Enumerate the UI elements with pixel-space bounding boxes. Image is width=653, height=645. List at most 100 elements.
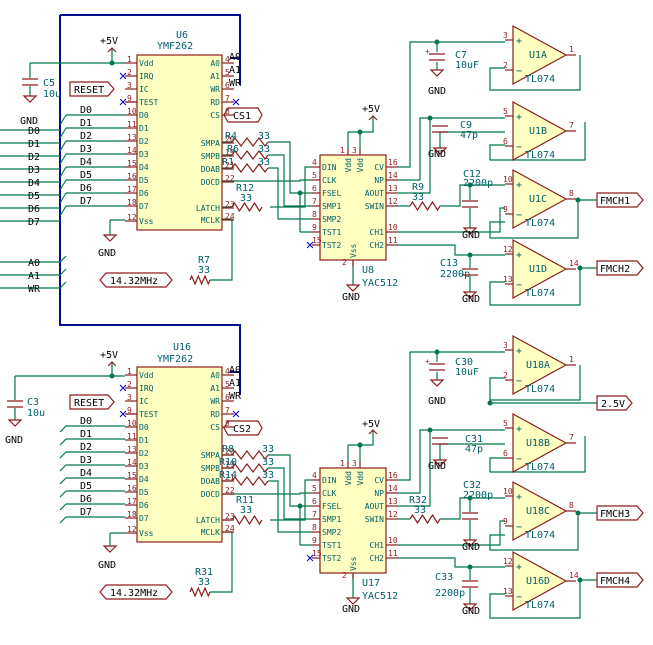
vcc-label-u16: +5V — [100, 350, 118, 361]
dac-pin-right-14: NP — [374, 489, 384, 498]
opamp-ref-u1a: U1A — [529, 50, 547, 61]
net-label-u16-d4: D4 — [80, 468, 92, 479]
net-label-u6-d2: D2 — [80, 131, 92, 142]
vcc-arrow-symbol — [368, 429, 378, 435]
pin-number-left-14: 14 — [127, 458, 137, 467]
pin-name-left-16: D5 — [139, 488, 149, 497]
pin-name-right-5: A1 — [210, 72, 220, 81]
pin-name-left-2: IRQ — [139, 72, 154, 81]
cs2-label-box — [223, 420, 263, 436]
opamp-ref-u1d: U1D — [529, 264, 547, 275]
capacitor-value-c31: 47p — [465, 444, 483, 455]
no-connect-mark — [306, 554, 314, 562]
ymf262-body-u16 — [136, 366, 223, 543]
dac-pin-number-right-14: 14 — [388, 171, 398, 180]
opamp-plus-sign: + — [516, 424, 522, 435]
ground-symbol — [432, 459, 448, 467]
capacitor-c7 — [429, 53, 445, 61]
capacitor-value-c33: 2200p — [435, 588, 465, 599]
pin-name-left-15: D4 — [139, 163, 149, 172]
dac-pin-left-8: SMP2 — [322, 528, 341, 537]
pin-name-right-20: SMPA — [201, 451, 220, 460]
gnd-label-u6: GND — [98, 248, 116, 259]
dac-pin-number-left-8: 8 — [312, 210, 317, 219]
cs2-label: CS2 — [233, 424, 251, 435]
opamp-pin-minus: 2 — [503, 61, 508, 70]
opamp-triangle-u1a — [512, 24, 568, 86]
pin-name-left-17: D6 — [139, 501, 149, 510]
net-label-u6-wr: WR — [229, 78, 242, 89]
net-label-d7: D7 — [28, 217, 40, 228]
net-label-u6-a0: A0 — [229, 52, 241, 63]
resistor-ref-r11: R11 — [236, 495, 254, 506]
opamp-minus-sign: − — [516, 66, 522, 77]
pin-number-left-17: 17 — [127, 497, 137, 506]
dac-pin-number-bottom-2: 2 — [342, 571, 347, 580]
fm4-label-box — [596, 572, 644, 588]
capacitor-value-c9: 47p — [460, 130, 478, 141]
opamp-pin-minus: 2 — [503, 371, 508, 380]
pin-name-right-6: WR — [210, 397, 220, 406]
opamp-pin-plus: 5 — [503, 419, 508, 428]
pin-name-left-14: D3 — [139, 150, 149, 159]
resistor-ref-r1: R1 — [222, 157, 234, 168]
pin-name-right-7: RD — [210, 98, 220, 107]
dac-pin-number-left-15: 15 — [312, 236, 322, 245]
dac-pin-number-left-7: 7 — [312, 197, 317, 206]
net-label-u16-d7: D7 — [80, 507, 92, 518]
dac-pin-right-12: SWIN — [365, 202, 384, 211]
capacitor-value-c30: 10uF — [455, 367, 479, 378]
dac-pin-number-left-6: 6 — [312, 184, 317, 193]
no-connect-mark — [119, 384, 127, 392]
dac-pin-number-right-14: 14 — [388, 484, 398, 493]
no-connect-mark — [119, 410, 127, 418]
dac-pin-top-1: Vdd — [344, 471, 353, 486]
ground-symbol — [462, 539, 478, 547]
net-label-d1: D1 — [28, 139, 40, 150]
capacitor-polarity-mark: + — [425, 47, 430, 56]
net-label-u6-d4: D4 — [80, 157, 92, 168]
opamp-pin-out: 1 — [569, 45, 574, 54]
pin-name-left-9: TEST — [139, 98, 158, 107]
opamp-minus-sign: − — [516, 522, 522, 533]
pin-name-right-5: A1 — [210, 384, 220, 393]
pin-name-left-17: D6 — [139, 189, 149, 198]
no-connect-mark — [119, 98, 127, 106]
capacitor-ref-c13: C13 — [440, 258, 458, 269]
pin-number-right-21: 21 — [225, 473, 235, 482]
pin-name-left-18: D7 — [139, 514, 149, 523]
opamp-value-u18b: TL074 — [525, 462, 555, 473]
resistor-value-r31: 33 — [198, 577, 210, 588]
net-label-u6-d1: D1 — [80, 118, 92, 129]
resistor-value-r6: 33 — [258, 144, 270, 155]
pin-number-left-17: 17 — [127, 185, 137, 194]
dac-ref-u17: U17 — [362, 578, 380, 589]
dac-value-u17: YAC512 — [362, 591, 398, 602]
pin-number-left-15: 15 — [127, 159, 137, 168]
dac-pin-left-6: FSEL — [322, 502, 341, 511]
net-label-d4: D4 — [28, 178, 40, 189]
opamp-pin-minus: 13 — [503, 275, 513, 284]
resistor-ref-r12: R12 — [236, 183, 254, 194]
dac-pin-number-left-5: 5 — [312, 484, 317, 493]
opamp-minus-sign: − — [516, 210, 522, 221]
capacitor-ref-c3: C3 — [27, 397, 39, 408]
pin-name-left-10: D0 — [139, 111, 149, 120]
dac-pin-top-1: Vdd — [344, 158, 353, 173]
pin-name-right-23: LATCH — [196, 204, 220, 213]
dac-pin-number-right-16: 16 — [388, 471, 398, 480]
capacitor-c31 — [432, 437, 448, 445]
dac-pin-right-11: CH2 — [370, 241, 385, 250]
pin-name-right-24: MCLK — [201, 216, 220, 225]
clock-label-bottom: 14.32MHz — [110, 588, 158, 599]
opamp-pin-out: 14 — [569, 259, 579, 268]
no-connect-mark — [232, 98, 240, 106]
opamp-plus-sign: + — [516, 250, 522, 261]
net-label-u16-d5: D5 — [80, 481, 92, 492]
net-label-d6: D6 — [28, 204, 40, 215]
pin-number-left-3: 3 — [127, 393, 132, 402]
capacitor-polarity-mark: + — [425, 357, 430, 366]
resistor-r10 — [231, 463, 269, 473]
resistor-value-r32: 33 — [414, 505, 426, 516]
pin-number-right-5: 5 — [225, 68, 230, 77]
